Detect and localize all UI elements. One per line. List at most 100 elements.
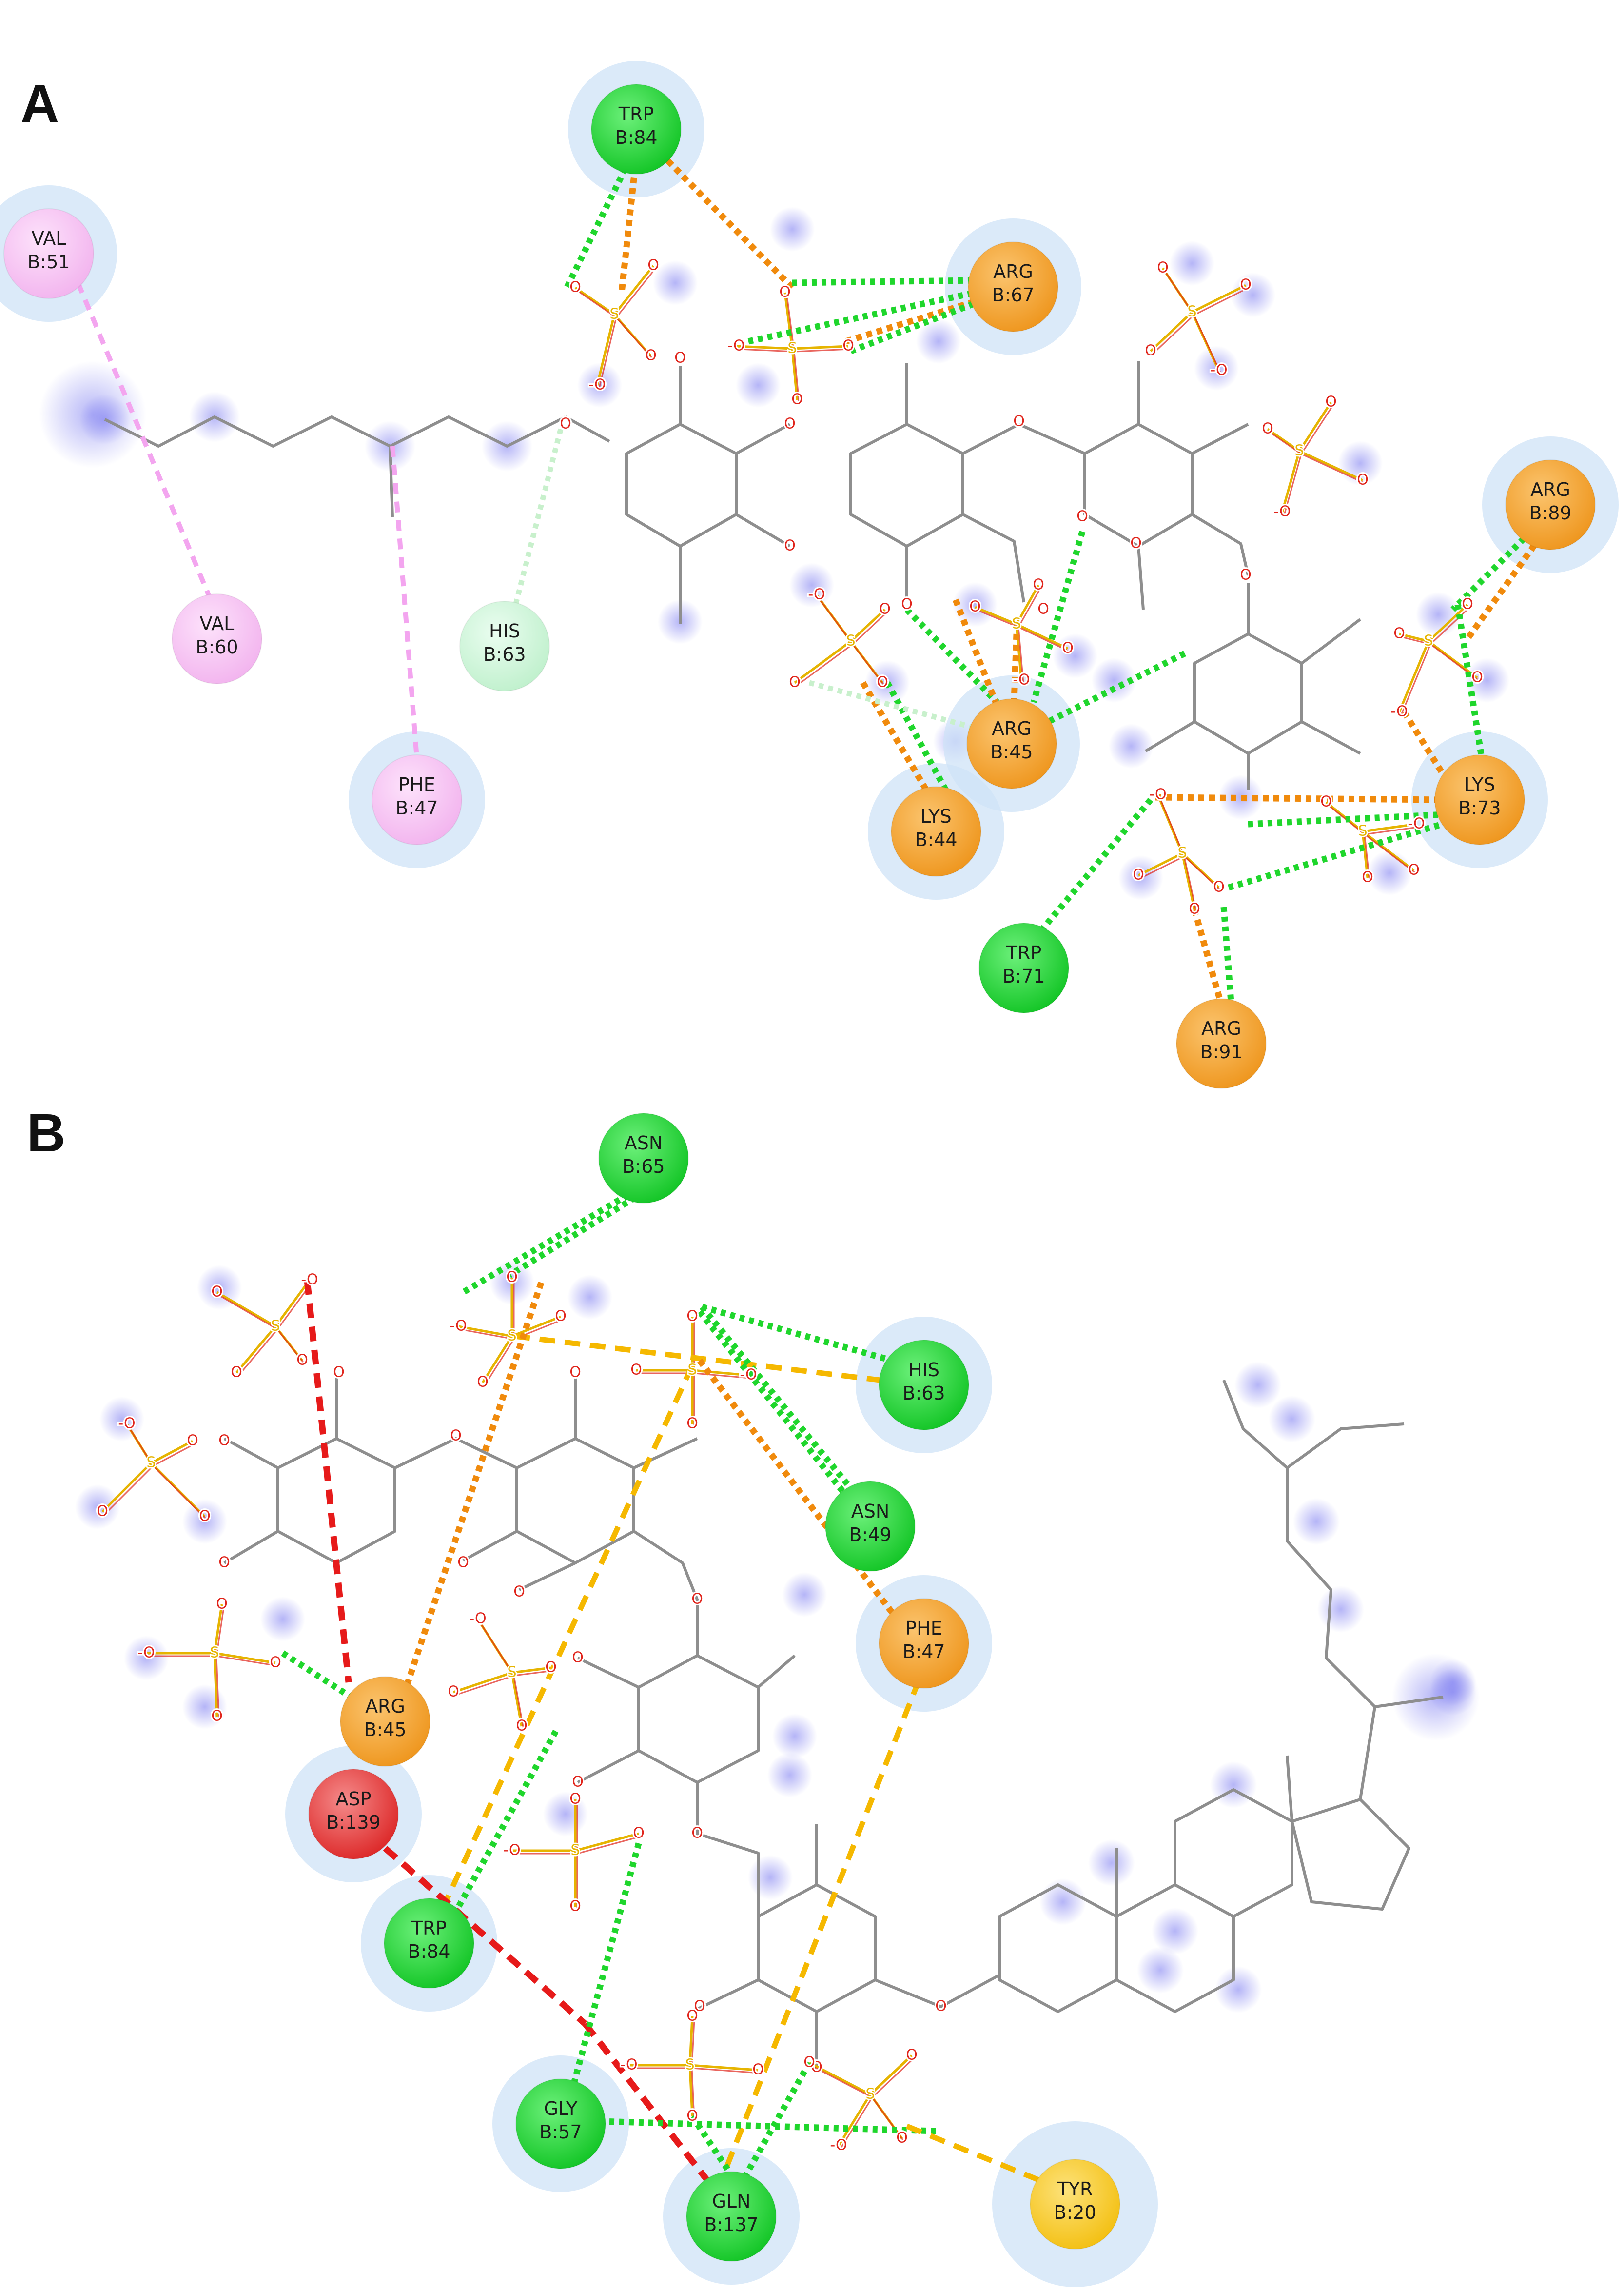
ligand-bond <box>633 1530 699 1656</box>
oxygen-label: O <box>1357 472 1369 489</box>
sulfate-bond <box>1267 428 1300 453</box>
sulfate-bond <box>1399 632 1429 643</box>
ligand-bond <box>1137 546 1145 610</box>
residue-disc <box>879 1340 969 1430</box>
interaction-line <box>719 1679 922 2181</box>
sulfate-bond <box>792 345 849 350</box>
residue-chain-position: B:45 <box>364 1719 406 1740</box>
interaction-line <box>665 158 795 290</box>
oxygen-label: O <box>877 674 888 691</box>
residue-disc <box>686 2171 777 2262</box>
residue-name: ARG <box>993 261 1033 282</box>
sulfate-bond <box>150 1440 194 1464</box>
residue-name: HIS <box>908 1359 939 1381</box>
oxygen-label: O <box>1325 394 1337 411</box>
sulfate-bond <box>1428 640 1478 679</box>
hydrophobic-glow <box>1234 1362 1281 1408</box>
oxygen-label: O <box>1240 567 1252 584</box>
residue-chain-position: B:20 <box>1054 2202 1096 2223</box>
interaction-line <box>508 1189 646 1278</box>
oxygen-anion-label: -O <box>740 1366 757 1383</box>
sulfate-double-bond <box>615 317 654 359</box>
residue-disc <box>308 1769 399 1859</box>
ligand-bond <box>757 1654 796 1689</box>
interaction-line <box>792 277 976 286</box>
oxygen-anion-label: -O <box>588 376 606 394</box>
interaction-line <box>1155 794 1444 803</box>
sulfate-bond <box>213 1653 218 1717</box>
sulfate-bond <box>975 606 1017 626</box>
sulfate-double-bond <box>1364 833 1416 874</box>
ligand-bond <box>577 1749 640 1784</box>
oxygen-label: O <box>1240 276 1252 294</box>
oxygen-label: O <box>1130 535 1142 552</box>
residue-disc <box>372 754 462 845</box>
ligand-bond <box>1301 720 1361 755</box>
sulfur-label: S <box>1177 845 1187 862</box>
sulfate-bond <box>794 640 852 684</box>
sulfate-double-bond <box>513 1675 525 1730</box>
oxygen-label: O <box>896 2130 908 2147</box>
oxygen-label: O <box>633 1825 645 1842</box>
residue-name: TRP <box>618 103 654 125</box>
residue-chain-position: B:84 <box>408 1941 450 1962</box>
sulfate-double-bond <box>1194 287 1248 316</box>
sulfate-bond <box>736 345 793 350</box>
ligand-bond <box>462 1530 518 1562</box>
sulfate-double-bond <box>1300 405 1334 454</box>
residue-name: VAL <box>32 228 66 249</box>
sulfate-double-bond <box>1159 797 1185 857</box>
interaction-line <box>281 1650 353 1700</box>
sulfate-double-bond <box>1183 855 1222 891</box>
sulfate-bond <box>274 1279 311 1327</box>
hydrophobic-glow <box>789 563 834 608</box>
ligand-bond <box>874 1974 1000 2008</box>
sulfate-double-bond <box>577 290 617 318</box>
oxygen-label: O <box>569 1791 581 1808</box>
sulfur-label: S <box>787 340 797 357</box>
sulfate-double-bond <box>615 268 656 318</box>
oxygen-label: O <box>1189 901 1200 918</box>
oxygen-label: O <box>686 2108 698 2125</box>
sulfate-bond <box>235 1325 276 1374</box>
oxygen-label: O <box>216 1596 228 1613</box>
sulfur-label: S <box>687 1362 697 1379</box>
sulfate-bond <box>1361 831 1369 878</box>
interaction-line <box>952 598 1003 713</box>
sulfate-double-bond <box>871 2097 905 2142</box>
hydrophobic-glow <box>782 1572 827 1617</box>
ligand-bond <box>633 1437 698 1469</box>
interaction-line <box>1030 531 1086 703</box>
oxygen-label: O <box>333 1364 345 1381</box>
sulfate-double-bond <box>1152 314 1195 355</box>
interaction-line <box>514 1333 880 1383</box>
sulfate-bond <box>458 1325 512 1338</box>
sulfate-bond <box>1298 401 1332 452</box>
sulfate-double-bond <box>1364 834 1370 881</box>
sulfur-label: S <box>1424 632 1433 650</box>
sulfate-double-bond <box>691 2067 761 2074</box>
steroid-ring-c <box>1174 1788 1293 1918</box>
ligand-bond <box>1301 618 1361 665</box>
residue-chain-position: B:47 <box>395 797 438 819</box>
hydrophobic-glow <box>767 1753 812 1797</box>
residue-disc <box>1176 998 1267 1089</box>
hydrophobic-glow <box>197 1265 242 1310</box>
sulfate-double-bond <box>598 317 617 389</box>
interaction-lines-layer <box>76 150 1544 2183</box>
residue-name: LYS <box>920 806 951 827</box>
sulfur-label: S <box>846 632 855 650</box>
residue-chain-position: B:73 <box>1458 797 1501 819</box>
oxygen-label: O <box>752 2061 764 2078</box>
oxygen-anion-label: -O <box>469 1610 486 1627</box>
hydrophobic-glow <box>772 1714 817 1758</box>
oxygen-label: O <box>686 2008 698 2025</box>
sulfate-double-bond <box>691 2019 695 2069</box>
residue-layer: TRPB:84VALB:51VALB:60HISB:63PHEB:47ARGB:… <box>3 84 1596 2262</box>
